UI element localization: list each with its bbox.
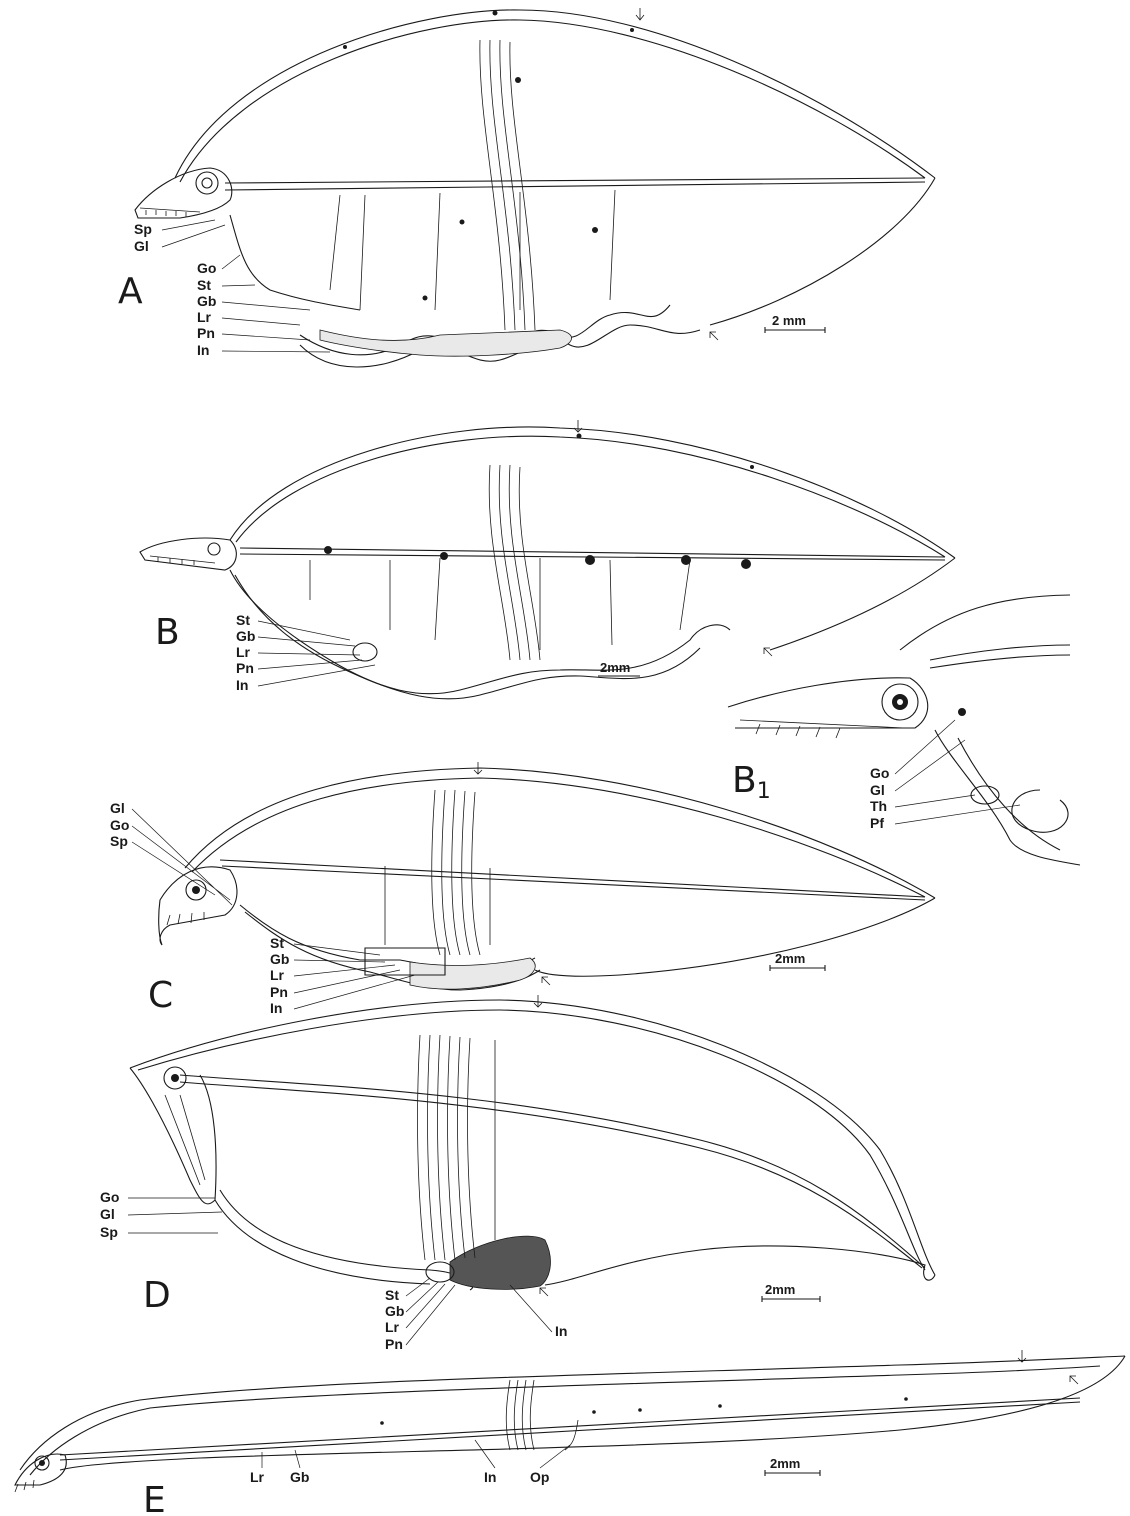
panel-a-labels: Sp Gl Go St Gb Lr Pn In: [134, 220, 330, 358]
label-in: In: [484, 1469, 496, 1485]
panel-c-scale-bar: 2mm: [770, 951, 825, 971]
panel-c: C Gl Go Sp St Gb Lr Pn In 2mm: [110, 762, 935, 1016]
label-th: Th: [870, 798, 887, 814]
label-sp: Sp: [100, 1224, 118, 1240]
label-lr: Lr: [385, 1319, 400, 1335]
scale-label: 2mm: [770, 1456, 800, 1471]
panel-c-letter: C: [148, 975, 173, 1016]
label-go: Go: [100, 1189, 119, 1205]
label-gb: Gb: [385, 1303, 404, 1319]
scale-label: 2mm: [765, 1282, 795, 1297]
label-in: In: [555, 1323, 567, 1339]
label-go: Go: [197, 260, 216, 276]
label-lr: Lr: [250, 1469, 265, 1485]
label-in: In: [236, 677, 248, 693]
panel-d-letter: D: [143, 1275, 171, 1316]
label-pn: Pn: [197, 325, 215, 341]
label-lr: Lr: [236, 644, 251, 660]
label-st: St: [236, 612, 250, 628]
label-gb: Gb: [290, 1469, 309, 1485]
panel-b1-letter: B1: [732, 760, 771, 804]
panel-b1-letter-main: B: [732, 760, 757, 801]
panel-b-scale-bar: 2mm: [598, 660, 640, 676]
scale-label: 2mm: [600, 660, 630, 675]
label-gb: Gb: [270, 951, 289, 967]
label-in: In: [270, 1000, 282, 1016]
label-pn: Pn: [236, 660, 254, 676]
label-in: In: [197, 342, 209, 358]
label-sp: Sp: [110, 833, 128, 849]
label-go: Go: [110, 817, 129, 833]
panel-e: E Lr Gb In Op 2mm: [15, 1350, 1125, 1516]
label-st: St: [385, 1287, 399, 1303]
label-go: Go: [870, 765, 889, 781]
panel-b-labels: St Gb Lr Pn In: [236, 612, 375, 693]
head-detail-b1: [728, 595, 1080, 865]
larva-e-drawing: [15, 1350, 1125, 1492]
panel-d: D Go Gl Sp St Gb Lr Pn In 2mm: [100, 995, 935, 1352]
panel-b: B St Gb Lr Pn In 2mm: [140, 420, 955, 699]
scale-label: 2 mm: [772, 313, 806, 328]
label-st: St: [270, 935, 284, 951]
panel-e-letter: E: [143, 1480, 166, 1516]
label-gb: Gb: [236, 628, 255, 644]
label-pn: Pn: [270, 984, 288, 1000]
label-pf: Pf: [870, 815, 884, 831]
panel-a-letter: A: [118, 271, 143, 312]
panel-b1-letter-sub: 1: [757, 779, 771, 804]
panel-d-scale-bar: 2mm: [762, 1282, 820, 1302]
scale-label: 2mm: [775, 951, 805, 966]
larva-d-drawing: [130, 995, 935, 1296]
larva-a-drawing: [135, 8, 935, 367]
larva-b-drawing: [140, 420, 955, 699]
label-st: St: [197, 277, 211, 293]
label-gb: Gb: [197, 293, 216, 309]
label-gl: Gl: [110, 800, 125, 816]
panel-b1-labels: Go Gl Th Pf: [870, 720, 1020, 831]
label-gl: Gl: [134, 238, 149, 254]
panel-a: A Sp Gl Go St Gb Lr Pn In 2 mm: [118, 8, 935, 367]
panel-b-letter: B: [155, 612, 180, 653]
label-lr: Lr: [197, 309, 212, 325]
label-lr: Lr: [270, 967, 285, 983]
panel-e-scale-bar: 2mm: [765, 1456, 820, 1476]
panel-b1: B1 Go Gl Th Pf: [728, 595, 1080, 865]
label-op: Op: [530, 1469, 549, 1485]
label-gl: Gl: [100, 1206, 115, 1222]
label-pn: Pn: [385, 1336, 403, 1352]
label-sp: Sp: [134, 221, 152, 237]
panel-a-scale-bar: 2 mm: [765, 313, 825, 333]
label-gl: Gl: [870, 782, 885, 798]
